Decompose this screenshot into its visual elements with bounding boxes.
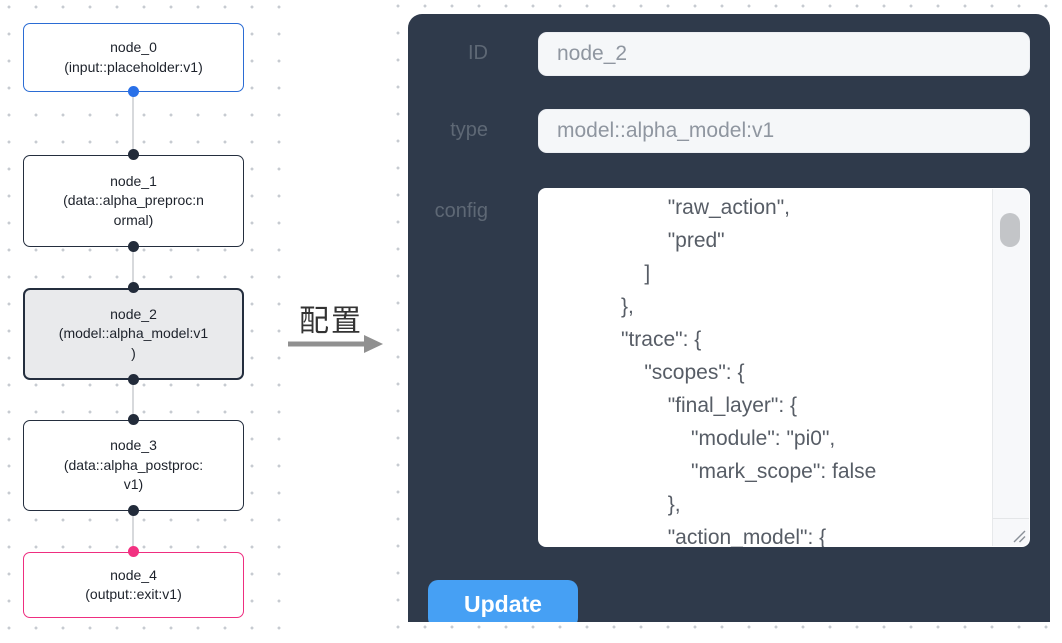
port-node-1-in[interactable] [128,149,139,160]
resize-grip-icon[interactable] [1011,528,1027,544]
type-input[interactable] [538,109,1030,153]
flow-node-node-3[interactable]: node_3 (data::alpha_postproc: v1) [23,420,244,511]
port-node-3-out[interactable] [128,505,139,516]
node-subtitle: ) [131,344,136,361]
node-subtitle: (output::exit:v1) [85,586,182,602]
edge-node3-node4 [132,511,134,552]
port-node-3-in[interactable] [128,414,139,425]
port-node-2-out[interactable] [128,374,139,385]
flow-canvas: node_0 (input::placeholder:v1) node_1 (d… [0,0,292,643]
node-subtitle: (data::alpha_postproc: [63,456,204,473]
flow-node-node-0[interactable]: node_0 (input::placeholder:v1) [23,23,244,92]
node-title: node_0 [110,39,157,55]
config-scrollbar-thumb[interactable] [1000,213,1020,247]
node-subtitle: v1) [123,476,144,493]
edge-node1-node2 [132,247,134,288]
type-field-label: type [450,119,488,141]
configure-annotation-label: 配置 [299,305,363,338]
node-subtitle: (model::alpha_model:v1 [58,325,209,342]
edge-node2-node3 [132,380,134,420]
config-panel: ID type config "raw_action", "pred" ] },… [408,14,1050,622]
port-node-0-out[interactable] [128,86,139,97]
flow-node-node-2[interactable]: node_2 (model::alpha_model:v1 ) [23,288,244,380]
node-subtitle: (data::alpha_preproc:n [63,192,204,209]
id-input[interactable] [538,32,1030,76]
config-scrollbar-track [992,189,1029,546]
node-subtitle: (input::placeholder:v1) [64,58,203,75]
config-resize-corner [993,518,1029,546]
update-button[interactable]: Update [428,580,578,622]
node-title: node_2 [110,305,157,322]
node-title: node_1 [110,172,157,189]
id-field-label: ID [468,42,488,64]
arrow-right-icon [288,335,383,353]
flow-node-node-1[interactable]: node_1 (data::alpha_preproc:n ormal) [23,155,244,247]
edge-node0-node1 [132,92,134,155]
port-node-1-out[interactable] [128,241,139,252]
config-textarea[interactable]: "raw_action", "pred" ] }, "trace": { "sc… [538,188,1030,547]
config-json-text[interactable]: "raw_action", "pred" ] }, "trace": { "sc… [621,196,877,547]
node-title: node_3 [110,437,157,454]
node-subtitle: ormal) [113,211,154,228]
config-field-label: config [434,200,488,222]
node-title: node_4 [110,566,157,583]
port-node-2-in[interactable] [128,282,139,293]
flow-node-node-4[interactable]: node_4 (output::exit:v1) [23,552,244,618]
port-node-4-in[interactable] [128,546,139,557]
